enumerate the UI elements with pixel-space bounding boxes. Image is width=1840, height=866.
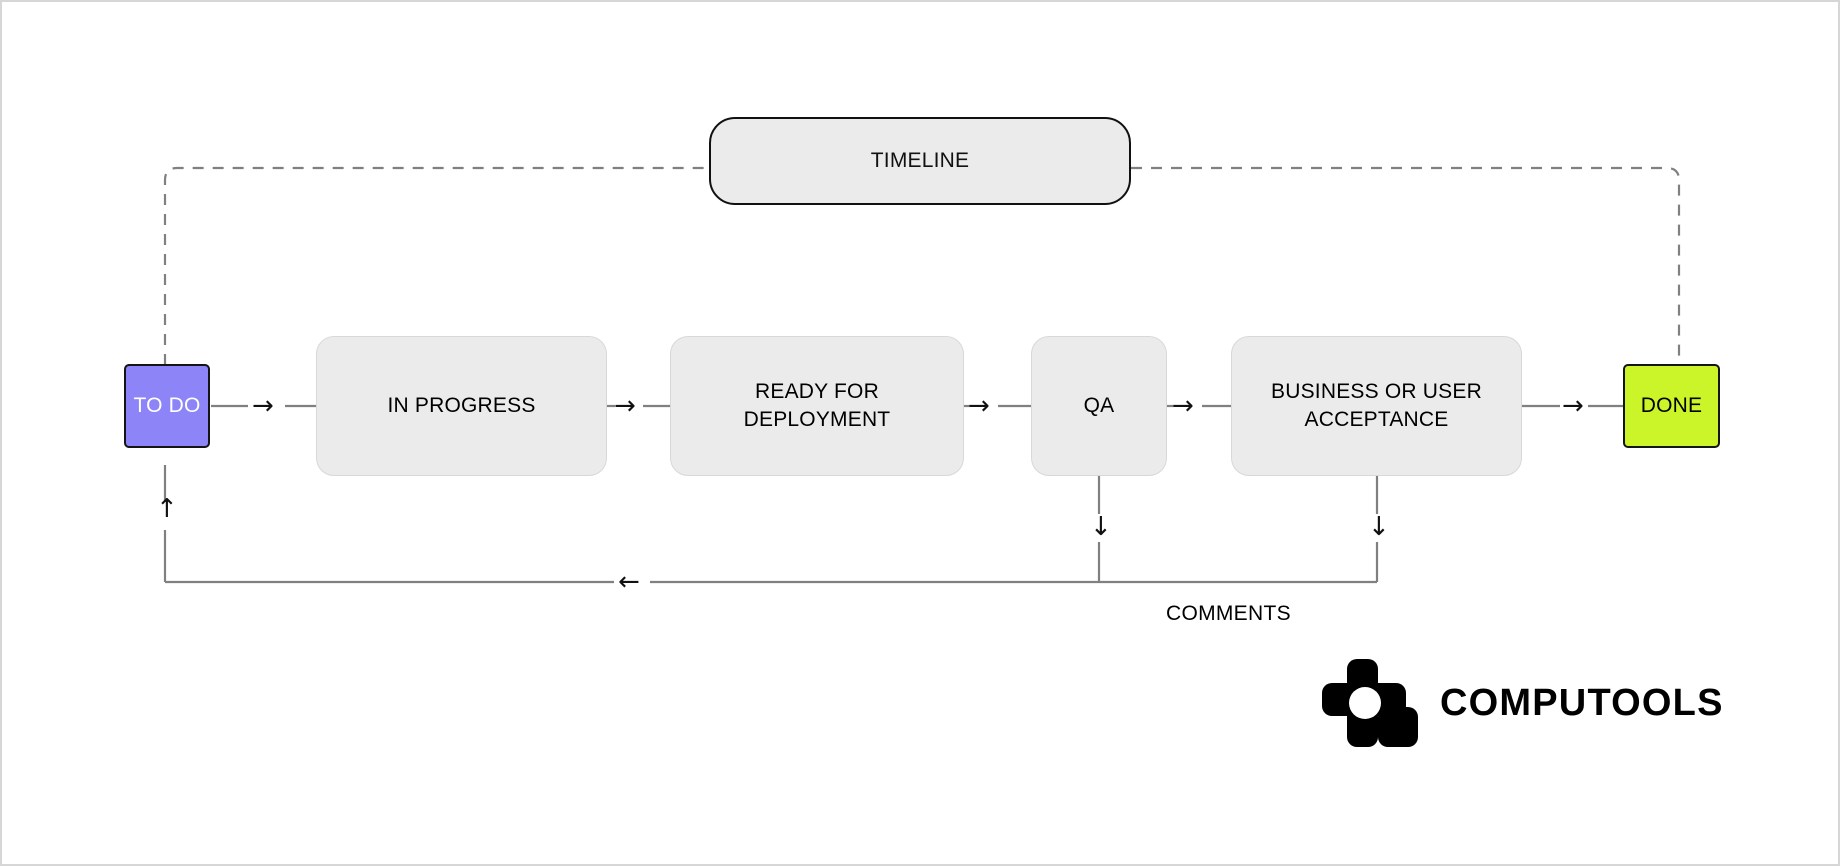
stage-qa-label: QA — [1083, 394, 1115, 418]
stage-in-progress[interactable]: IN PROGRESS — [316, 336, 607, 476]
flow-arrow-ready-to-qa: → — [968, 391, 990, 421]
computools-wordmark: COMPUTOOLS — [1440, 681, 1724, 724]
feedback-arrow-qa-down: ↓ — [1090, 512, 1112, 542]
stage-qa[interactable]: QA — [1031, 336, 1167, 476]
stage-ready-for-deployment[interactable]: READY FOR DEPLOYMENT — [670, 336, 964, 476]
feedback-arrow-bus-left: ← — [618, 567, 640, 597]
stage-done[interactable]: DONE — [1623, 364, 1720, 448]
stage-business-or-user-acceptance-label: BUSINESS OR USER ACCEPTANCE — [1271, 380, 1482, 431]
comments-label: COMMENTS — [1166, 602, 1291, 625]
flow-arrow-acceptance-to-done: → — [1562, 391, 1584, 421]
flow-arrow-todo-to-in-progress: → — [252, 391, 274, 421]
stage-ready-for-deployment-label: READY FOR DEPLOYMENT — [743, 380, 891, 431]
timeline-dashed-right — [1131, 166, 1681, 360]
stage-todo[interactable]: TO DO — [124, 364, 210, 448]
feedback-arrow-bus-up-to-todo: ↑ — [156, 494, 178, 524]
stage-done-label: DONE — [1640, 394, 1703, 418]
stage-business-or-user-acceptance[interactable]: BUSINESS OR USER ACCEPTANCE — [1231, 336, 1522, 476]
timeline-node[interactable]: TIMELINE — [709, 117, 1131, 205]
flow-arrow-in-progress-to-ready: → — [614, 391, 636, 421]
computools-brand: COMPUTOOLS — [1320, 657, 1724, 749]
feedback-arrow-acceptance-down: ↓ — [1368, 512, 1390, 542]
stage-todo-label: TO DO — [133, 394, 201, 418]
computools-logo-icon — [1322, 659, 1418, 747]
flow-arrow-qa-to-acceptance: → — [1172, 391, 1194, 421]
stage-in-progress-label: IN PROGRESS — [387, 394, 536, 418]
timeline-label: TIMELINE — [870, 149, 970, 173]
